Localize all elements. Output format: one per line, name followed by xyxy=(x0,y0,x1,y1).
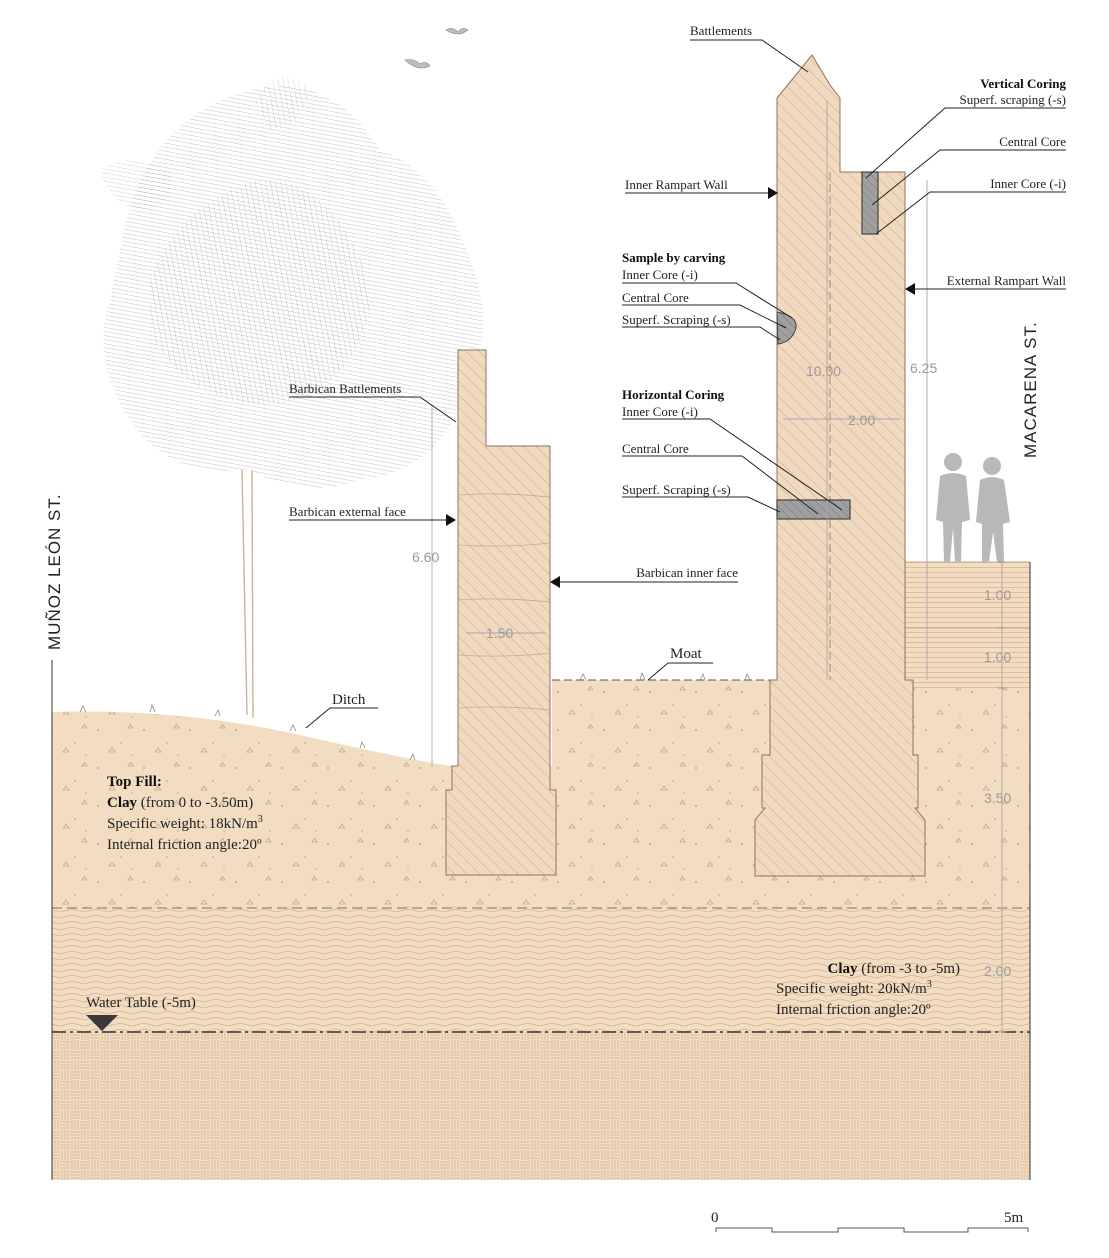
label-hc-inner: Inner Core (-i) xyxy=(622,404,698,419)
label-vc-inner: Inner Core (-i) xyxy=(990,176,1066,191)
label-hc-superf: Superf. Scraping (-s) xyxy=(622,482,731,497)
label-vc-superf: Superf. scraping (-s) xyxy=(960,92,1067,107)
top-fill-friction: Internal friction angle:20º xyxy=(107,837,262,853)
barbican-wall xyxy=(445,349,557,876)
label-barbican-external-face: Barbican external face xyxy=(289,504,406,519)
water-table-marker xyxy=(86,1015,118,1031)
label-horizontal-coring: Horizontal Coring xyxy=(622,387,725,402)
water-table-label: Water Table (-5m) xyxy=(86,995,196,1011)
birds xyxy=(404,28,469,69)
dim-barbican-height: 6.60 xyxy=(412,549,439,565)
dim-right-2: 1.00 xyxy=(984,649,1011,665)
label-sc-superf: Superf. Scraping (-s) xyxy=(622,312,731,327)
vertical-core xyxy=(861,171,879,235)
pedestrians xyxy=(936,453,1010,562)
dim-right-1: 1.00 xyxy=(984,587,1011,603)
label-barbican-inner-face: Barbican inner face xyxy=(636,565,738,580)
dim-barbican-width: 1.50 xyxy=(486,625,513,641)
label-barbican-battlements: Barbican Battlements xyxy=(289,381,401,396)
top-fill-weight: Specific weight: 18kN/m3 xyxy=(107,814,263,832)
scale-bar xyxy=(715,1227,1029,1233)
dim-rampart-ext-height: 6.25 xyxy=(910,360,937,376)
top-fill-clay: Clay (from 0 to -3.50m) xyxy=(107,795,253,811)
dim-right-3: 3.50 xyxy=(984,790,1011,806)
label-battlements: Battlements xyxy=(690,23,752,38)
label-external-rampart-wall: External Rampart Wall xyxy=(947,273,1067,288)
street-fill-layer xyxy=(905,562,1030,688)
dim-rampart-width: 2.00 xyxy=(848,412,875,428)
dim-right-4: 2.00 xyxy=(984,963,1011,979)
rampart-wall xyxy=(754,54,926,877)
deep-clay-layer xyxy=(52,1032,1030,1180)
horizontal-core xyxy=(776,499,851,520)
lower-clay-layer xyxy=(52,908,1030,1032)
grass xyxy=(79,671,751,761)
tree xyxy=(100,77,483,719)
label-sc-central: Central Core xyxy=(622,290,689,305)
scale-end: 5m xyxy=(1004,1210,1024,1226)
leader-lines xyxy=(289,39,1066,729)
dim-rampart-height: 10.00 xyxy=(806,363,841,379)
top-fill-title: Top Fill: xyxy=(107,774,162,790)
label-moat: Moat xyxy=(670,646,702,662)
label-sc-inner: Inner Core (-i) xyxy=(622,267,698,282)
label-ditch: Ditch xyxy=(332,692,366,708)
label-vertical-coring: Vertical Coring xyxy=(980,76,1066,91)
label-hc-central: Central Core xyxy=(622,441,689,456)
street-left: MUÑOZ LEÓN ST. xyxy=(45,493,64,650)
dimension-lines xyxy=(431,100,1006,1033)
scale-start: 0 xyxy=(711,1210,719,1226)
label-inner-rampart-wall: Inner Rampart Wall xyxy=(625,177,728,192)
lower-clay-weight: Specific weight: 20kN/m3 xyxy=(776,979,932,997)
lower-clay-friction: Internal friction angle:20º xyxy=(776,1002,931,1018)
lower-clay-range: Clay (from -3 to -5m) xyxy=(828,961,960,977)
label-vc-central: Central Core xyxy=(999,134,1066,149)
label-sample-by-carving: Sample by carving xyxy=(622,250,726,265)
street-right: MACARENA ST. xyxy=(1021,321,1040,458)
